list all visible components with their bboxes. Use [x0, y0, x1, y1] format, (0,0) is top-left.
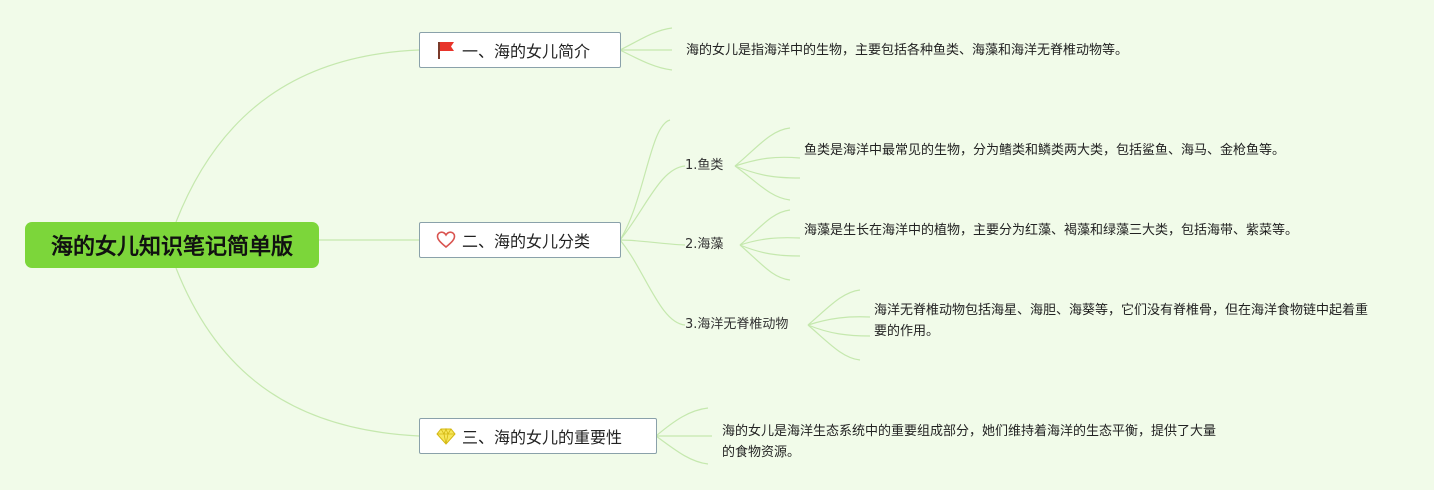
- diamond-icon: [436, 426, 456, 446]
- branch-label: 三、海的女儿的重要性: [462, 428, 623, 447]
- root-topic[interactable]: 海的女儿知识笔记简单版: [25, 222, 319, 268]
- link-branch-2-sub-1: [619, 165, 686, 241]
- link-sub-2-c: [739, 244, 801, 257]
- link-sub-2-b: [739, 237, 801, 246]
- link-sub-2-d: [739, 244, 791, 281]
- branch-label: 二、海的女儿分类: [462, 232, 591, 251]
- link-sub-1-b: [734, 156, 801, 167]
- subtopic-seaweed[interactable]: 2.海藻: [685, 237, 724, 252]
- link-root-branch-3: [175, 267, 420, 437]
- link-branch-1-top: [619, 27, 673, 51]
- link-root-branch-1: [175, 49, 420, 223]
- introduction-text: 海的女儿是指海洋中的生物，主要包括各种鱼类、海藻和海洋无脊椎动物等。: [686, 43, 1129, 58]
- link-branch-2-top: [619, 119, 671, 241]
- red-flag-icon: [436, 40, 456, 60]
- branch-classification[interactable]: 二、海的女儿分类: [419, 222, 621, 258]
- fish-text: 鱼类是海洋中最常见的生物，分为鳍类和鳞类两大类，包括鲨鱼、海马、金枪鱼等。: [804, 143, 1286, 158]
- seaweed-text: 海藻是生长在海洋中的植物，主要分为红藻、褐藻和绿藻三大类，包括海带、紫菜等。: [804, 223, 1299, 238]
- link-sub-3-b: [807, 316, 871, 326]
- link-sub-1-d: [734, 165, 791, 201]
- subtopic-fish[interactable]: 1.鱼类: [685, 158, 724, 173]
- invertebrates-text: 海洋无脊椎动物包括海星、海胆、海葵等，它们没有脊椎骨，但在海洋食物链中起着重要的…: [874, 303, 1369, 339]
- link-sub-3-d: [807, 324, 861, 361]
- link-branch-3-top: [655, 407, 709, 437]
- link-sub-1-c: [734, 165, 801, 179]
- link-branch-1-bottom: [619, 49, 673, 71]
- link-sub-3-c: [807, 324, 871, 337]
- link-sub-3-a: [807, 289, 861, 326]
- link-branch-3-bottom: [655, 435, 709, 465]
- link-sub-1-a: [734, 127, 791, 167]
- link-sub-2-a: [739, 209, 791, 246]
- link-branch-2-sub-2: [619, 239, 686, 246]
- subtopic-invertebrates[interactable]: 3.海洋无脊椎动物: [685, 317, 789, 332]
- branch-introduction[interactable]: 一、海的女儿简介: [419, 32, 621, 68]
- heart-outline-icon: [436, 230, 456, 250]
- branch-importance[interactable]: 三、海的女儿的重要性: [419, 418, 657, 454]
- link-branch-2-sub-3: [619, 239, 686, 326]
- importance-text: 海的女儿是海洋生态系统中的重要组成部分，她们维持着海洋的生态平衡，提供了大量的食…: [722, 424, 1217, 460]
- branch-label: 一、海的女儿简介: [462, 42, 591, 61]
